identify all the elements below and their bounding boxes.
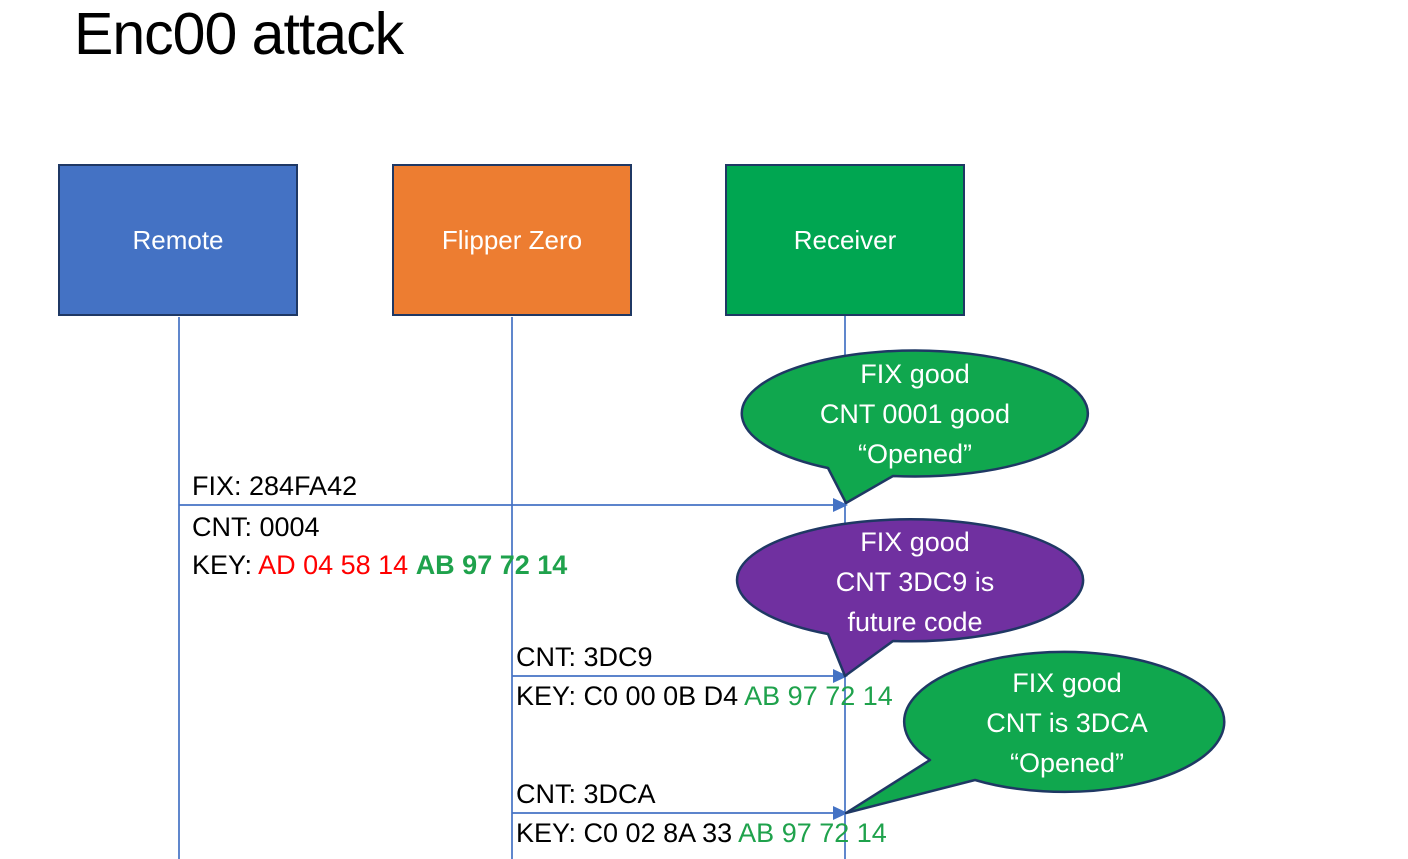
message-1-key-label: KEY: AD 04 58 14 AB 97 72 14 (192, 550, 567, 581)
message-2-cnt-label: CNT: 3DC9 (516, 642, 653, 672)
callout-3-line-1: FIX good (1012, 668, 1122, 698)
message-arrow-1-head (833, 498, 848, 512)
callout-2-line-3: future code (847, 607, 983, 637)
callout-1-line-3: “Opened” (857, 439, 973, 469)
callout-1-line-2: CNT 0001 good (819, 399, 1011, 429)
message-1-cnt-label: CNT: 0004 (192, 512, 320, 542)
message-1-key-prefix: KEY: (192, 550, 259, 580)
callout-2-text: FIX good CNT 3DC9 is future code (742, 522, 1088, 642)
callout-3-line-2: CNT is 3DCA (986, 708, 1148, 738)
callout-2-line-1: FIX good (860, 527, 970, 557)
actor-box-remote: Remote (58, 164, 298, 316)
callout-2-line-2: CNT 3DC9 is (835, 567, 995, 597)
callout-3-line-3: “Opened” (1009, 748, 1125, 778)
callout-bubble-opened-2 (844, 650, 1226, 815)
callout-bubble-opened-1 (740, 349, 1090, 505)
message-3-key-green-bytes: AB 97 72 14 (738, 818, 887, 848)
message-3-key-prefix: KEY: C0 02 8A 33 (516, 818, 739, 848)
slide-title: Enc00 attack (74, 1, 404, 67)
message-1-fix-label: FIX: 284FA42 (192, 471, 358, 501)
callout-1-text: FIX good CNT 0001 good “Opened” (742, 354, 1088, 474)
message-2-key-green-bytes: AB 97 72 14 (744, 681, 893, 711)
message-2-key-prefix: KEY: C0 00 0B D4 (516, 681, 745, 711)
callout-3-text: FIX good CNT is 3DCA “Opened” (907, 663, 1227, 783)
message-3-cnt-label: CNT: 3DCA (516, 779, 656, 809)
message-arrow-2-head (833, 669, 848, 683)
actor-label-receiver: Receiver (793, 224, 897, 255)
message-2-key-label: KEY: C0 00 0B D4 AB 97 72 14 (516, 681, 893, 712)
callout-bubble-future-code (735, 518, 1085, 678)
callout-1-line-1: FIX good (860, 359, 970, 389)
message-1-key-green-bytes: AB 97 72 14 (415, 550, 568, 580)
actor-label-remote: Remote (132, 224, 224, 255)
actor-box-receiver: Receiver (725, 164, 965, 316)
message-arrow-3-head (833, 806, 848, 820)
actor-box-flipper-zero: Flipper Zero (392, 164, 632, 316)
actor-label-flipper-zero: Flipper Zero (441, 224, 583, 255)
message-1-key-red-bytes: AD 04 58 14 (258, 550, 416, 580)
message-3-key-label: KEY: C0 02 8A 33 AB 97 72 14 (516, 818, 887, 849)
